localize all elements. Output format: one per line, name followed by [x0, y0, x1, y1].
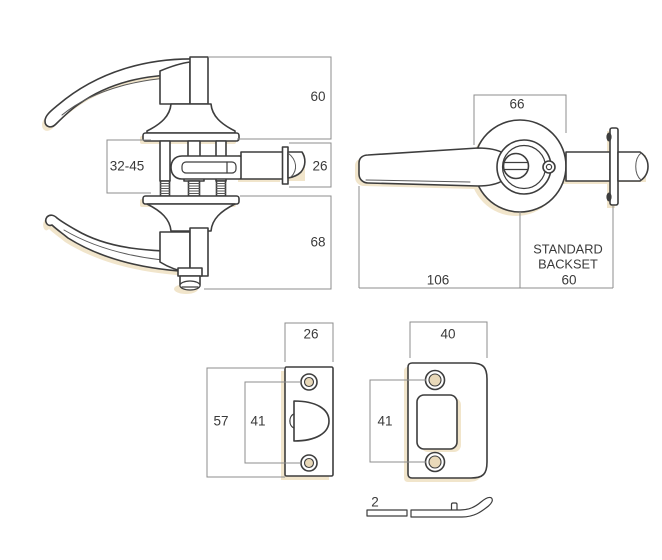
latch-faceplate-dimensions	[206, 322, 334, 478]
lower-rose-bell	[146, 203, 236, 232]
strike-plate-view: 40 41	[369, 321, 488, 482]
strike-plate-dimensions	[369, 321, 488, 463]
faceplate-front-edge	[609, 127, 619, 206]
screw-slot	[504, 161, 529, 171]
threaded-post-left	[159, 180, 171, 197]
faceplate-screw-hole-bottom	[300, 454, 318, 472]
dim-strike-holes: 41	[377, 414, 392, 429]
strike-screw-hole-top	[424, 369, 446, 391]
latch-bar-slot	[181, 161, 237, 174]
dim-strike-thickness: 2	[371, 495, 379, 510]
dim-faceplate-holes: 41	[250, 414, 265, 429]
button-collar	[177, 267, 203, 277]
latch-bolt-front	[617, 151, 649, 182]
strike-profile-tab	[450, 502, 458, 511]
lower-rose-base	[142, 195, 240, 205]
latch-bolt-side	[287, 151, 306, 179]
lever-front-highlight	[365, 179, 471, 183]
strike-screw-hole-bottom	[424, 451, 446, 473]
backset-label-line2: BACKSET	[538, 257, 598, 272]
latch-case	[240, 151, 284, 180]
dim-backset-value: 60	[561, 273, 576, 288]
upper-rose-base	[142, 132, 240, 142]
latch-tube	[565, 151, 611, 182]
strike-profile-view: 2	[366, 495, 493, 518]
strike-profile-flat	[366, 509, 408, 517]
latch-bolt-face	[293, 400, 330, 442]
rose-screw	[542, 160, 556, 174]
dim-faceplate-width: 26	[303, 327, 318, 342]
dim-lower-height: 68	[310, 235, 325, 250]
dim-lever-length: 106	[427, 273, 450, 288]
side-view-assembly: 60 26 68 32-45	[42, 56, 332, 294]
rose-screw-center	[545, 163, 553, 171]
upper-lever-neck	[189, 56, 209, 105]
threaded-post-right	[215, 180, 227, 197]
upper-rose-bell	[146, 103, 236, 134]
threaded-spindle	[187, 180, 201, 197]
push-button	[179, 275, 201, 291]
faceplate-screw-top	[606, 132, 612, 142]
strike-profile-body	[410, 496, 493, 518]
dim-latch-depth: 26	[312, 159, 327, 174]
lower-lever-arm	[45, 214, 197, 273]
front-view-dimensions	[358, 94, 614, 289]
faceplate-screw-bottom	[606, 192, 612, 202]
faceplate-screw-hole-top	[300, 373, 318, 391]
latch-faceplate-edge	[281, 146, 289, 185]
latch-mechanism	[170, 146, 306, 185]
side-view-dimensions	[106, 56, 332, 290]
dim-door-thickness: 32-45	[110, 159, 145, 174]
backset-label-line1: STANDARD	[533, 242, 602, 257]
latch-faceplate-view: 26 57 41	[206, 322, 334, 480]
dim-strike-width: 40	[440, 327, 455, 342]
spindle-screw-head	[502, 152, 530, 180]
dim-rose-diameter: 66	[509, 97, 524, 112]
front-view-assembly: 66 106 STANDARD BACKSET 60	[355, 94, 649, 289]
dim-upper-height: 60	[310, 89, 325, 104]
latch-bolt-notch	[289, 413, 295, 429]
strike-hole	[416, 394, 458, 450]
dim-faceplate-height: 57	[213, 414, 228, 429]
